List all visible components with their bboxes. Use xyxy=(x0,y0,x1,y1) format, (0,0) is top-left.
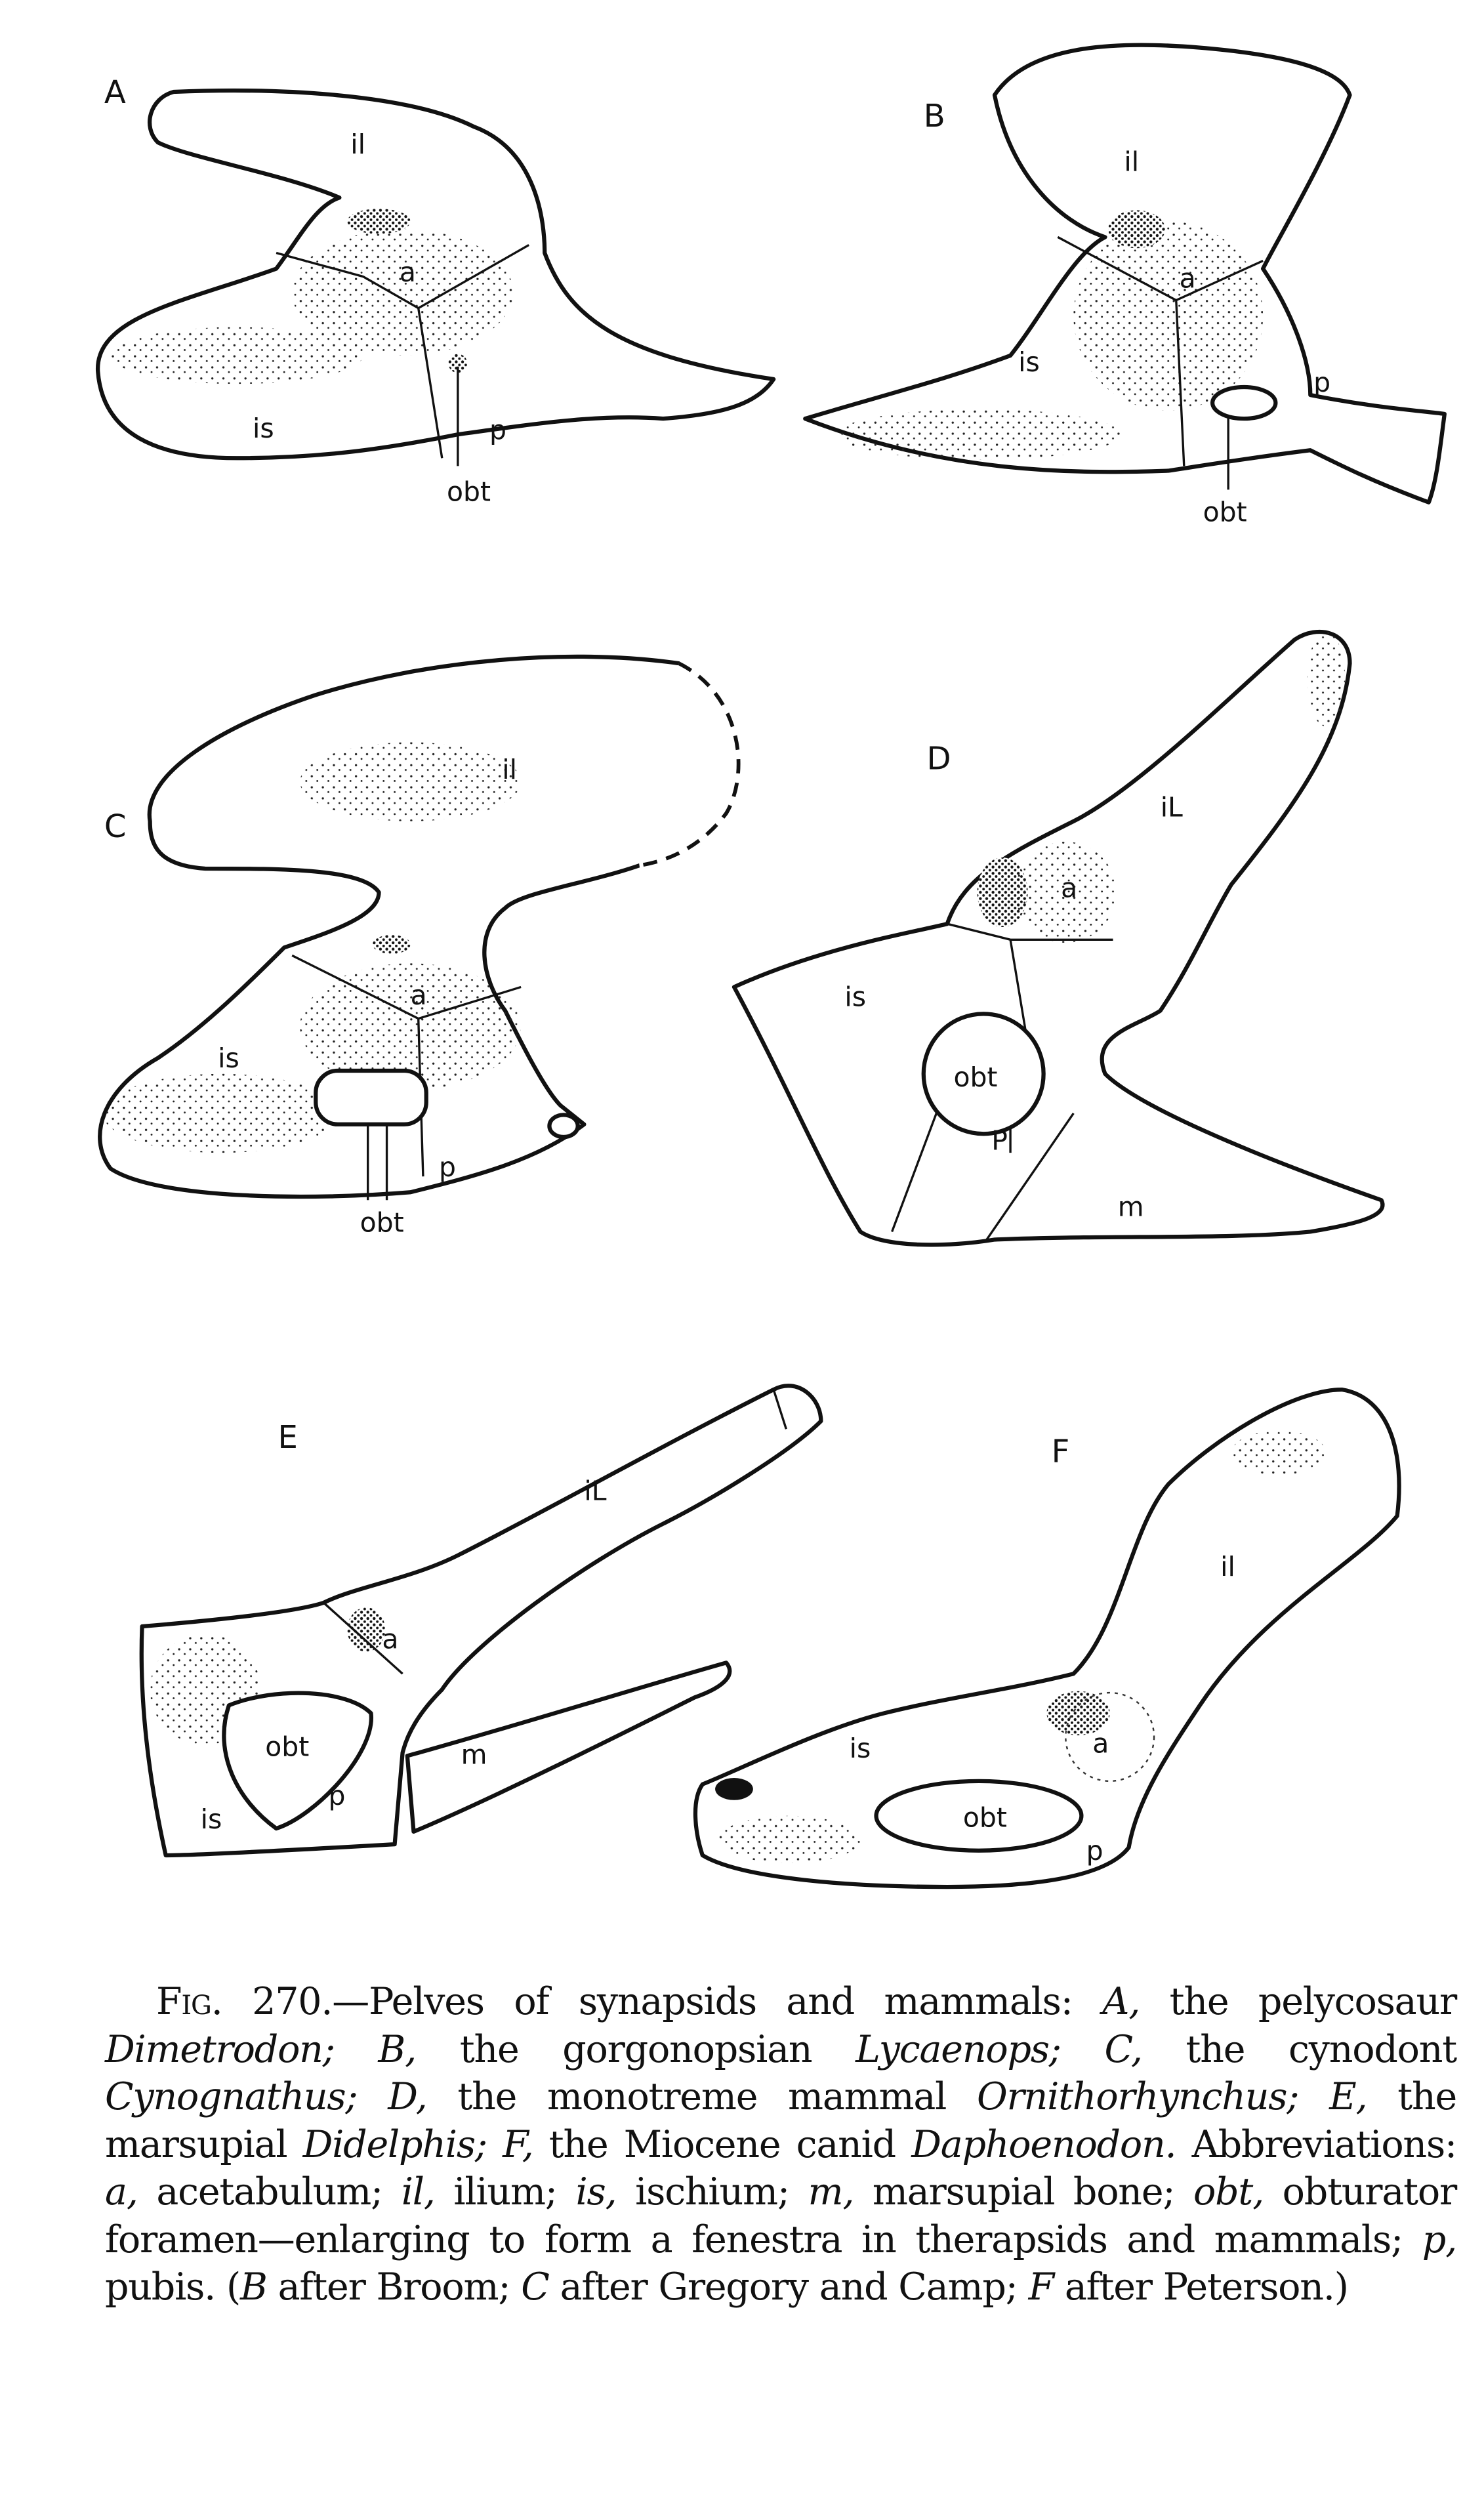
label-acetabulum: a xyxy=(382,1624,398,1655)
label-ischium: is xyxy=(218,1042,239,1074)
panel-d-ornithorhynchus: D iL a is obt P m xyxy=(732,629,1385,1247)
caption-segment: a, xyxy=(105,2170,138,2214)
label-ischium: is xyxy=(253,413,274,444)
caption-segment: Ornithorhynchus; E, xyxy=(976,2075,1368,2118)
label-obturator: obt xyxy=(963,1802,1007,1834)
panel-f-daphoenodon: F il a is obt p xyxy=(693,1387,1401,1889)
caption-segment: Cynognathus; D, xyxy=(105,2075,428,2118)
caption-segment: Dimetrodon; B, xyxy=(105,2027,417,2071)
caption-segment: Abbreviations: xyxy=(1176,2122,1458,2166)
caption-segment: obt, xyxy=(1193,2170,1264,2214)
caption-segment: after Gregory and Camp; xyxy=(548,2265,1029,2309)
label-pubis: p xyxy=(1086,1835,1103,1866)
label-obturator: obt xyxy=(265,1731,309,1762)
caption-segment: A, xyxy=(1102,1980,1140,2023)
caption-segment: is, xyxy=(575,2170,617,2214)
label-pubis: p xyxy=(1313,367,1330,398)
panel-c-cynognathus: C il a is p obt xyxy=(98,654,742,1238)
panel-letter-a: A xyxy=(104,74,126,111)
label-pubis: P xyxy=(991,1124,1008,1156)
label-acetabulum: a xyxy=(1092,1728,1109,1760)
caption-segment: C xyxy=(521,2265,550,2309)
label-obturator: obt xyxy=(953,1062,997,1093)
panel-letter-b: B xyxy=(924,98,945,134)
caption-segment: the Miocene canid xyxy=(533,2122,912,2166)
panel-e-didelphis: E iL a obt is p m xyxy=(139,1384,823,1858)
label-ilium: il xyxy=(350,129,365,160)
label-acetabulum: a xyxy=(1061,872,1077,903)
label-ilium: il xyxy=(1220,1551,1235,1582)
caption-segment: the gorgonopsian xyxy=(416,2027,856,2071)
caption-segment: Didelphis; F, xyxy=(302,2122,534,2166)
label-acetabulum: a xyxy=(400,257,416,288)
caption-segment: pubis. ( xyxy=(105,2265,241,2309)
label-ilium: il xyxy=(1124,146,1139,177)
label-ilium: iL xyxy=(584,1475,606,1507)
label-ischium: is xyxy=(1018,346,1040,378)
label-obturator: obt xyxy=(1203,497,1247,528)
caption-segment: obturator foramen—enlarging to form a fe… xyxy=(105,2170,1457,2261)
label-obturator: obt xyxy=(360,1206,404,1238)
label-obturator: obt xyxy=(447,476,491,507)
label-ischium: is xyxy=(850,1733,871,1764)
caption-segment: the marsupial xyxy=(105,2075,1457,2166)
figure-caption: Fig. 270.—Pelves of synapsids and mammal… xyxy=(105,1978,1458,2311)
caption-segment: acetabulum; xyxy=(137,2170,402,2214)
caption-segment: —Pelves of synapsids and mammals: xyxy=(332,1980,1103,2023)
label-pubis: p xyxy=(489,414,506,445)
caption-segment: after Peterson.) xyxy=(1053,2265,1349,2309)
caption-segment: the pelycosaur xyxy=(1140,1980,1458,2023)
caption-segment: m, xyxy=(808,2170,854,2214)
caption-segment: after Broom; xyxy=(266,2265,522,2309)
panel-b-lycaenops: B il a is p obt xyxy=(803,43,1447,528)
label-pubis: p xyxy=(439,1151,456,1183)
caption-segment: Daphoenodon. xyxy=(911,2122,1176,2166)
label-acetabulum: a xyxy=(411,979,427,1011)
caption-segment: Fig. 270. xyxy=(156,1980,333,2023)
caption-segment: F xyxy=(1028,2265,1055,2309)
caption-segment: ischium; xyxy=(616,2170,808,2214)
panel-letter-d: D xyxy=(927,740,951,777)
caption-segment: p, xyxy=(1422,2217,1457,2261)
label-ilium: il xyxy=(502,754,517,785)
panel-letter-e: E xyxy=(278,1419,298,1456)
label-ilium: iL xyxy=(1161,792,1183,823)
label-ischium: is xyxy=(844,981,866,1012)
label-acetabulum: a xyxy=(1180,262,1196,294)
label-ischium: is xyxy=(201,1804,222,1835)
label-pubis: p xyxy=(329,1780,346,1811)
panel-letter-f: F xyxy=(1052,1433,1070,1470)
caption-segment: marsupial bone; xyxy=(854,2170,1193,2214)
label-marsupial-bone: m xyxy=(1118,1191,1144,1222)
caption-segment: B xyxy=(240,2265,268,2309)
label-marsupial-bone: m xyxy=(461,1739,487,1770)
caption-segment: ilium; xyxy=(434,2170,576,2214)
caption-segment: the cynodont xyxy=(1142,2027,1458,2071)
panel-a-dimetrodon: A il a is p obt xyxy=(96,74,776,507)
caption-segment: il, xyxy=(401,2170,436,2214)
caption-segment: Lycaenops; C, xyxy=(855,2027,1143,2071)
panel-letter-c: C xyxy=(104,808,127,845)
caption-segment: the monotreme mammal xyxy=(426,2075,977,2118)
